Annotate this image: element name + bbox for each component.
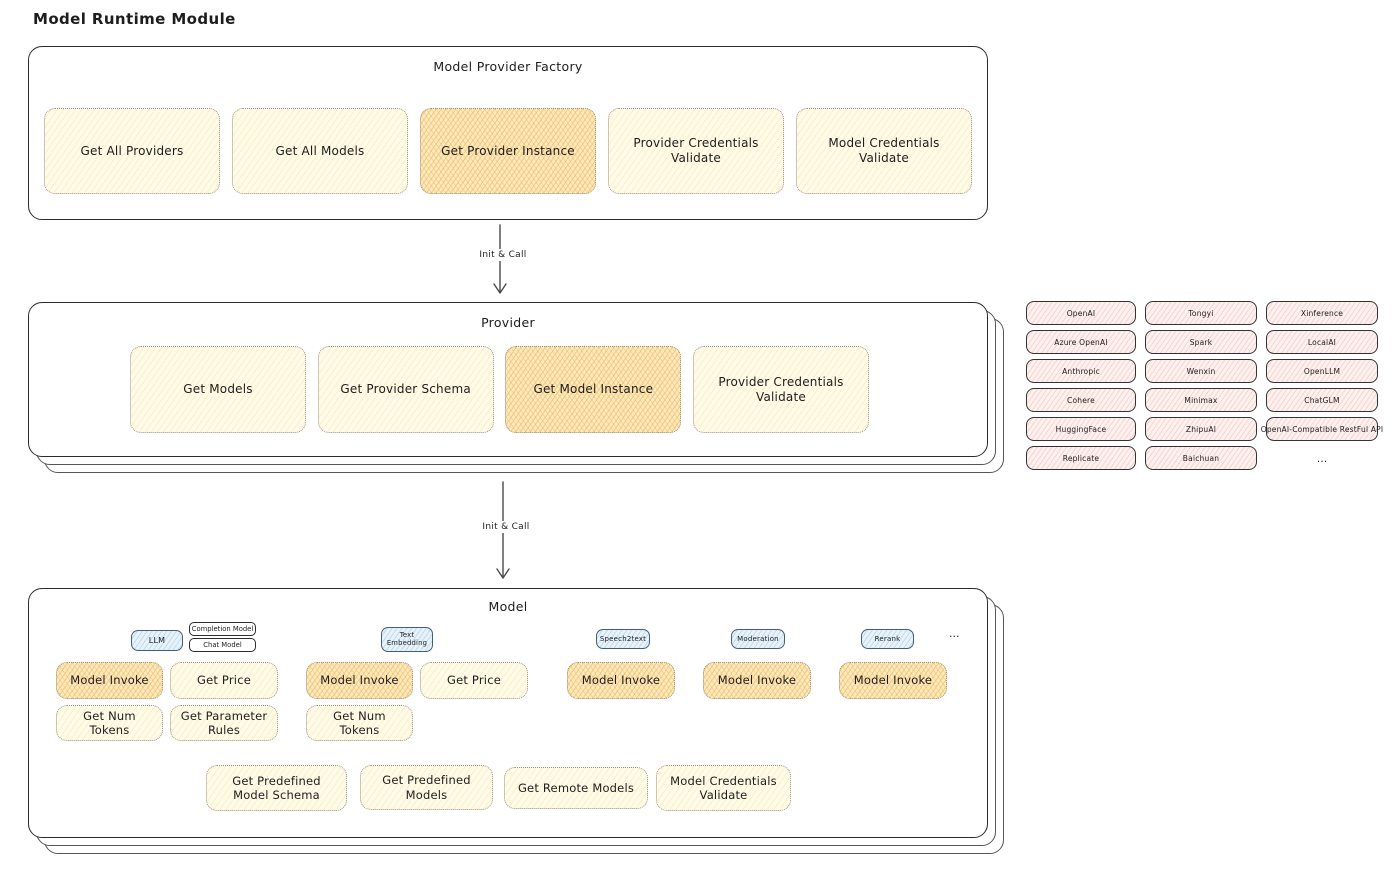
model-type-chip: Text Embedding xyxy=(381,627,433,652)
model-method-node: Get Num Tokens xyxy=(56,705,163,741)
provider-chip: Replicate xyxy=(1026,446,1136,470)
factory-method-node: Model Credentials Validate xyxy=(796,108,972,194)
provider-title: Provider xyxy=(481,315,535,330)
provider-chip: Cohere xyxy=(1026,388,1136,412)
model-method-node: Get Remote Models xyxy=(504,767,648,809)
model-sub-type-chip: Completion Model xyxy=(189,622,256,636)
provider-method-node: Get Model Instance xyxy=(505,346,682,433)
factory-box: Model Provider Factory Get All Providers… xyxy=(28,46,988,220)
model-sub-type-chip: Chat Model xyxy=(189,638,256,652)
factory-title: Model Provider Factory xyxy=(433,59,583,74)
provider-chip: Minimax xyxy=(1145,388,1257,412)
provider-chip: OpenLLM xyxy=(1266,359,1378,383)
provider-chip: LocalAI xyxy=(1266,330,1378,354)
provider-chip: Baichuan xyxy=(1145,446,1257,470)
provider-chip: Azure OpenAI xyxy=(1026,330,1136,354)
model-method-node: Model Credentials Validate xyxy=(656,765,791,811)
model-method-node: Model Invoke xyxy=(567,662,675,699)
model-method-node: Model Invoke xyxy=(703,662,811,699)
model-method-node: Model Invoke xyxy=(839,662,947,699)
model-method-node: Get Parameter Rules xyxy=(170,705,278,741)
provider-chip: OpenAI-Compatible RestFul API xyxy=(1261,417,1383,441)
page-title: Model Runtime Module xyxy=(33,10,236,28)
provider-method-node: Get Models xyxy=(130,346,306,433)
arrow-label: Init & Call xyxy=(465,249,541,261)
model-type-chip: Speech2text xyxy=(596,629,650,649)
provider-chip: Anthropic xyxy=(1026,359,1136,383)
model-type-chip: LLM xyxy=(131,630,183,651)
model-method-node: Get Predefined Model Schema xyxy=(206,765,347,811)
model-method-node: Model Invoke xyxy=(56,662,163,699)
provider-chip: HuggingFace xyxy=(1026,417,1136,441)
provider-chip: Spark xyxy=(1145,330,1257,354)
provider-method-node: Get Provider Schema xyxy=(317,346,494,433)
model-method-node: Get Price xyxy=(170,662,278,699)
provider-chip: Tongyi xyxy=(1145,301,1257,325)
arrow-down-icon xyxy=(494,481,512,585)
factory-method-node: Get All Providers xyxy=(44,108,220,194)
factory-method-node: Provider Credentials Validate xyxy=(608,108,784,194)
model-method-node: Model Invoke xyxy=(306,662,413,699)
providers-more: ... xyxy=(1316,451,1328,465)
provider-chip: ChatGLM xyxy=(1266,388,1378,412)
model-method-node: Get Predefined Models xyxy=(360,765,493,810)
factory-method-node: Get Provider Instance xyxy=(420,108,596,194)
provider-chip: Xinference xyxy=(1266,301,1378,325)
arrow-down-icon xyxy=(491,224,509,300)
factory-method-node: Get All Models xyxy=(232,108,408,194)
provider-chip: OpenAI xyxy=(1026,301,1136,325)
arrow-label: Init & Call xyxy=(468,521,544,533)
model-type-chip: Moderation xyxy=(731,629,785,649)
model-types-more: ... xyxy=(949,627,960,640)
model-method-node: Get Num Tokens xyxy=(306,705,413,741)
provider-chip: ZhipuAI xyxy=(1145,417,1257,441)
provider-chip: Wenxin xyxy=(1145,359,1257,383)
model-type-chip: Rerank xyxy=(861,629,914,649)
model-title: Model xyxy=(488,599,528,614)
provider-method-node: Provider Credentials Validate xyxy=(692,346,869,433)
model-method-node: Get Price xyxy=(420,662,528,699)
